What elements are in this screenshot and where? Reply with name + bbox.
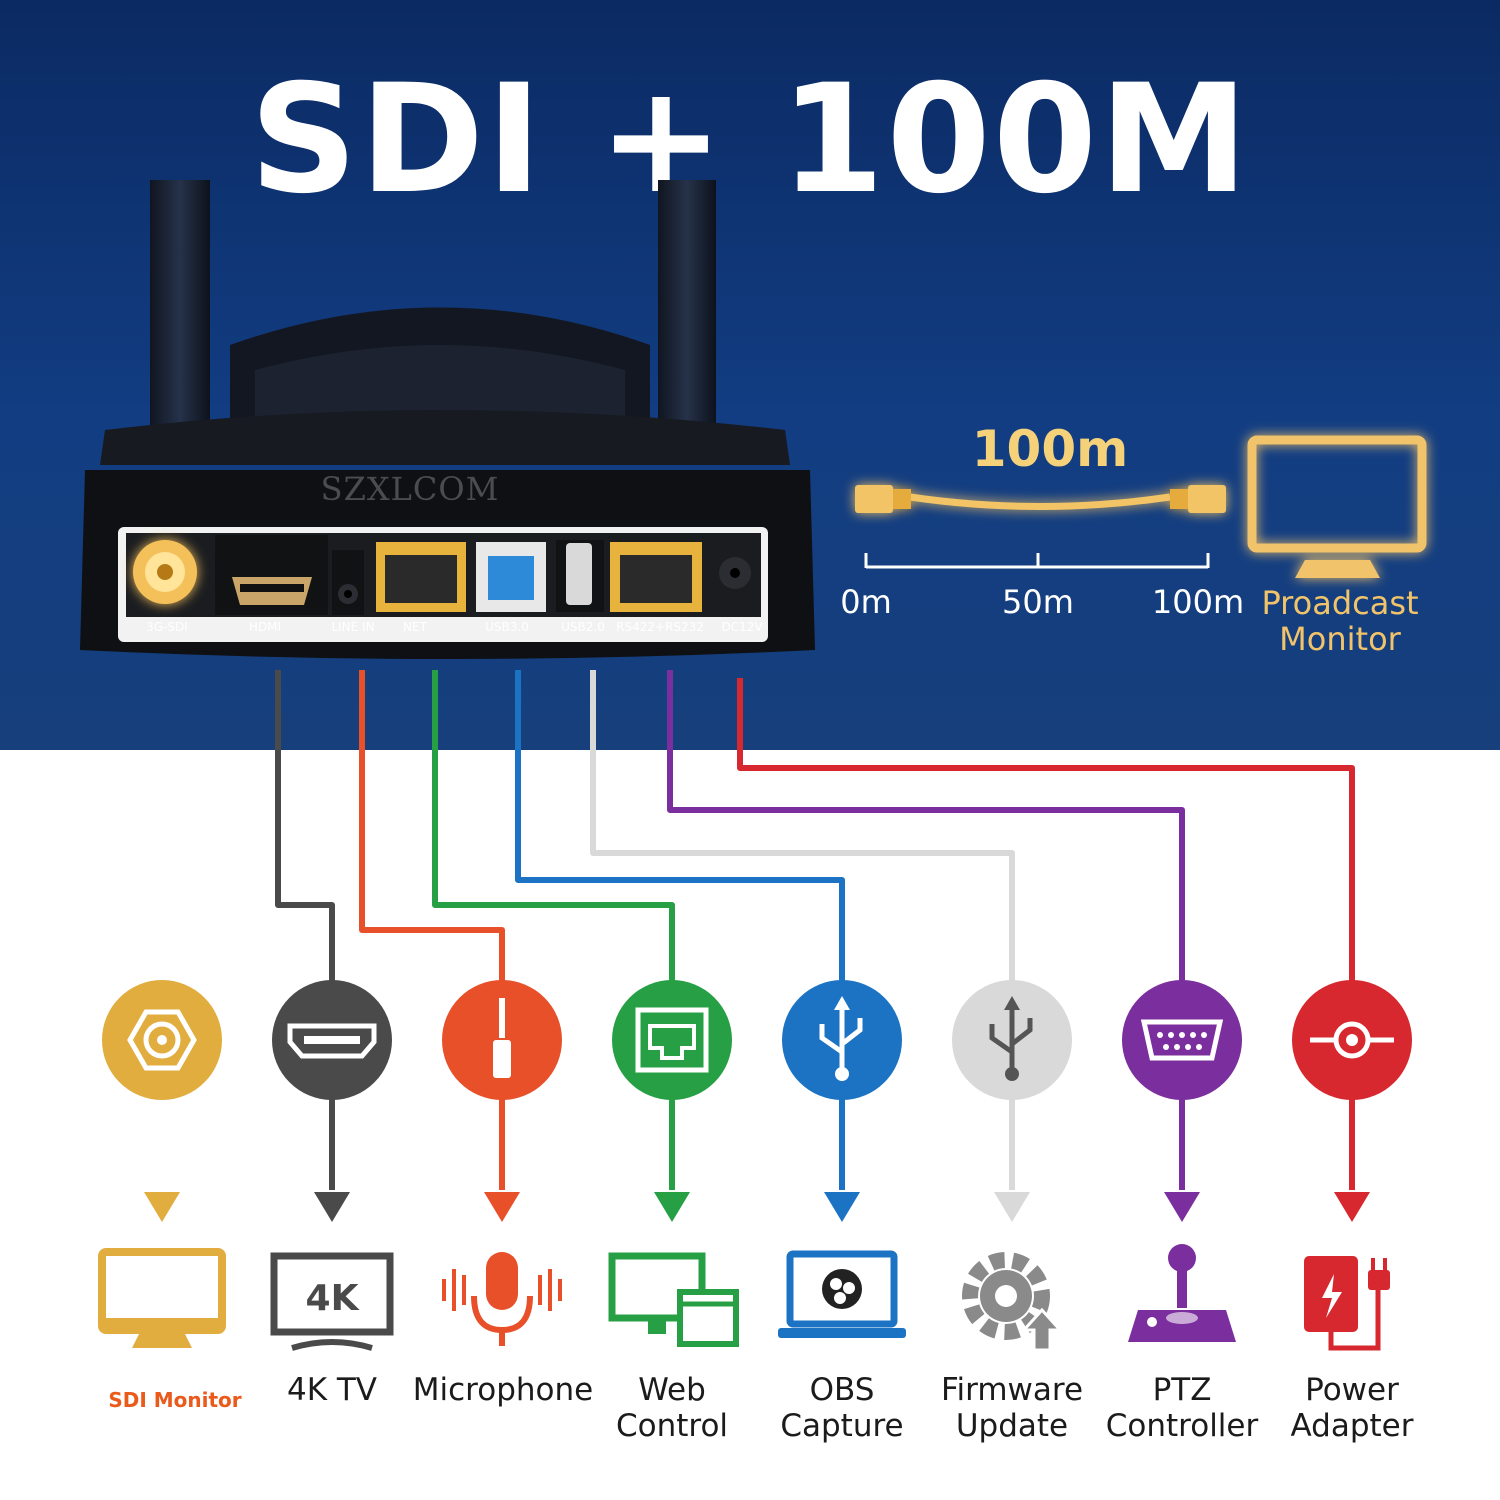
net-port	[376, 542, 466, 612]
port-label-net: NET	[403, 620, 427, 634]
broadcast-monitor-label: Proadcast Monitor	[1240, 585, 1440, 657]
arrow-head-7	[1334, 1192, 1370, 1222]
joystick-icon	[1128, 1244, 1236, 1342]
distance-title: 100m	[971, 420, 1129, 478]
connection-line-7	[737, 678, 1355, 1190]
usb3-port	[476, 542, 546, 612]
microphone-icon	[442, 1252, 562, 1346]
arrow-head-2	[484, 1192, 520, 1222]
tick-label-50: 50m	[1002, 583, 1074, 621]
arrow-head-4	[824, 1192, 860, 1222]
port-label-line-in: LINE IN	[331, 620, 375, 634]
port-label-usb3: USB3.0	[485, 620, 529, 634]
audio-jack-icon-node-2	[442, 980, 562, 1100]
usb-icon-node-4	[782, 980, 902, 1100]
distance-cable	[855, 485, 1226, 513]
power-adapter-icon	[1304, 1256, 1390, 1351]
dc-port	[719, 557, 751, 589]
tv-4k-text: 4K	[306, 1278, 360, 1319]
sdi-port	[133, 540, 197, 604]
port-label-rs422: RS422+RS232	[616, 620, 704, 634]
gear-update-icon	[962, 1252, 1064, 1352]
port-label-sdi: 3G-SDI	[146, 620, 188, 634]
rs422-port	[610, 542, 702, 612]
monitor-icon	[98, 1248, 226, 1348]
page-title: SDI + 100M	[249, 53, 1251, 227]
device-label-microphone: Microphone	[412, 1372, 594, 1408]
arrow-head-6	[1164, 1192, 1200, 1222]
watermark: SZXLCOM	[320, 470, 500, 508]
arrow-head-0	[144, 1192, 180, 1222]
broadcast-monitor-label-line1: Proadcast	[1261, 584, 1419, 622]
device-icons: 4K	[98, 1244, 1390, 1352]
dc-power-icon-node-7	[1292, 980, 1412, 1100]
connection-line-6	[667, 670, 1185, 1190]
broadcast-monitor-icon	[1247, 435, 1427, 578]
connection-line-1	[275, 670, 335, 1190]
usb2-port	[556, 540, 604, 612]
connection-lines	[144, 600, 1370, 1222]
serial-port-icon-node-6	[1122, 980, 1242, 1100]
tick-label-100: 100m	[1151, 583, 1245, 621]
port-label-usb2: USB2.0	[561, 620, 605, 634]
device-label-sdi-monitor: SDI Monitor	[108, 1388, 242, 1412]
port-label-dc: DC12V	[721, 620, 763, 634]
connection-line-4	[515, 670, 845, 1190]
distance-scale	[864, 553, 1210, 569]
broadcast-monitor-label-line2: Monitor	[1279, 620, 1401, 658]
tick-label-0: 0m	[840, 583, 892, 621]
connection-line-5	[590, 670, 1015, 1190]
arrow-head-3	[654, 1192, 690, 1222]
arrow-head-1	[314, 1192, 350, 1222]
4k-tv-icon: 4K	[270, 1252, 394, 1351]
line-in-port	[332, 550, 364, 615]
device-label-4k-tv: 4K TV	[286, 1372, 378, 1408]
bnc-connector-icon-node-0	[102, 980, 222, 1100]
connection-nodes	[102, 980, 1412, 1100]
obs-laptop-icon	[778, 1250, 906, 1338]
port-panel	[133, 535, 751, 615]
web-devices-icon	[608, 1252, 739, 1347]
hdmi-port	[215, 535, 328, 615]
arrow-head-5	[994, 1192, 1030, 1222]
hdmi-icon-node-1	[272, 980, 392, 1100]
ethernet-port-icon-node-3	[612, 980, 732, 1100]
usb-icon-node-5	[952, 980, 1072, 1100]
port-label-hdmi: HDMI	[248, 620, 282, 634]
